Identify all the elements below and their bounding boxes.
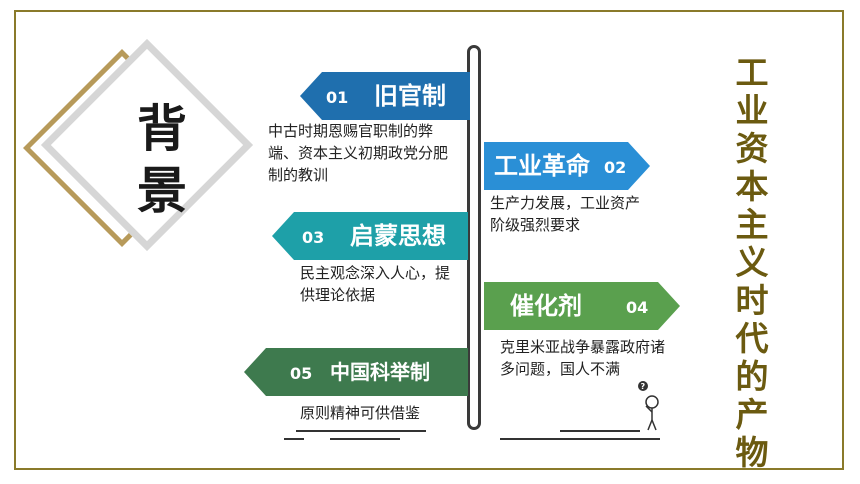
sign-04-arrow	[484, 282, 680, 330]
ground-line	[296, 430, 426, 432]
ground-line	[330, 438, 400, 440]
sign-05-label: 中国科举制	[330, 360, 430, 384]
sign-05-shape	[244, 348, 468, 396]
sign-04-label: 催化剂	[510, 292, 582, 320]
sign-03-label: 启蒙思想	[350, 222, 446, 250]
sign-03-shape	[272, 212, 468, 260]
sign-01-arrow	[300, 72, 470, 120]
thinking-figure-icon: ?	[638, 381, 659, 431]
sign-01-desc: 中古时期恩赐官职制的弊端、资本主义初期政党分肥制的教训	[268, 122, 449, 184]
svg-text:?: ?	[641, 382, 646, 391]
background-label: 背景	[122, 98, 202, 222]
sign-02-shape	[484, 142, 650, 190]
sign-04-desc: 克里米亚战争暴露政府诸多问题，国人不满	[500, 338, 666, 378]
signpost-pole	[467, 45, 481, 430]
ground-line	[560, 430, 640, 432]
vertical-title: 工业资本主义时代的产物	[735, 53, 769, 472]
sign-02-label: 工业革命	[494, 152, 590, 180]
sign-01-shape	[300, 72, 470, 120]
sign-04-shape	[484, 282, 680, 330]
ground-line	[500, 438, 660, 440]
sign-05-arrow	[244, 348, 468, 396]
sign-05-number: 05	[290, 364, 313, 383]
sign-03-number: 03	[302, 228, 325, 247]
sign-05-desc: 原则精神可供借鉴	[300, 404, 421, 422]
sign-02-arrow	[484, 142, 650, 190]
sign-03-desc: 民主观念深入人心，提供理论依据	[300, 264, 451, 304]
sign-01-label: 旧官制	[374, 82, 446, 110]
sign-02-desc: 生产力发展，工业资产阶级强烈要求	[490, 194, 641, 234]
ground-line	[284, 438, 304, 440]
sign-03-arrow	[272, 212, 468, 260]
sign-02-number: 02	[604, 158, 627, 177]
sign-04-number: 04	[626, 298, 649, 317]
sign-01-number: 01	[326, 88, 349, 107]
background-label-chars: 背景	[137, 99, 187, 220]
